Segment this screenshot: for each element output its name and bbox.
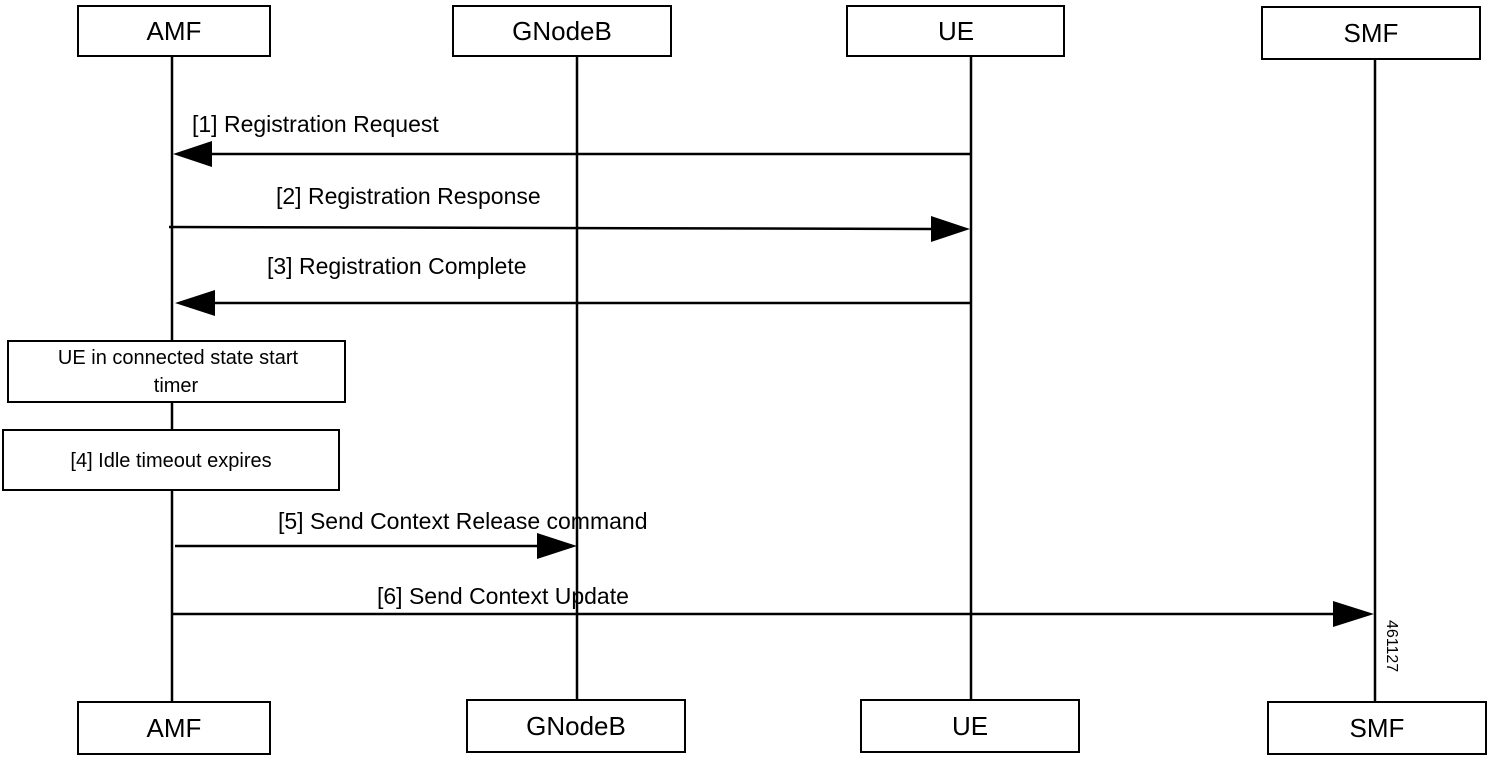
participant-ue-bottom-label: UE — [952, 711, 988, 741]
message-context-update: [6] Send Context Update — [172, 583, 1374, 627]
participant-ue-top: UE — [846, 5, 1065, 57]
participant-amf-bottom-label: AMF — [147, 713, 202, 743]
message-2-label: [2] Registration Response — [276, 183, 541, 209]
participant-gnodeb-top-label: GNodeB — [512, 16, 612, 46]
participant-gnodeb-bottom-label: GNodeB — [526, 711, 626, 741]
note-connected-state: UE in connected state start timer — [7, 340, 346, 403]
arrowhead-right-icon — [1333, 601, 1374, 627]
message-context-release: [5] Send Context Release command — [175, 508, 647, 559]
participant-gnodeb-top: GNodeB — [452, 5, 672, 57]
arrowhead-right-icon — [537, 533, 577, 559]
arrowhead-left-icon — [173, 141, 212, 167]
note-idle-timeout-label: [4] Idle timeout expires — [70, 450, 271, 472]
message-registration-response: [2] Registration Response — [168, 183, 970, 242]
participant-smf-bottom-label: SMF — [1350, 713, 1405, 743]
arrowhead-right-icon — [931, 216, 970, 242]
message-6-label: [6] Send Context Update — [377, 583, 629, 609]
participant-smf-bottom: SMF — [1267, 701, 1487, 755]
figure-id: 461127 — [1383, 620, 1400, 672]
note-connected-state-line1: UE in connected state start — [58, 347, 299, 369]
message-registration-complete: [3] Registration Complete — [175, 253, 971, 316]
participant-smf-top-label: SMF — [1344, 18, 1399, 48]
participant-amf-bottom: AMF — [77, 701, 271, 755]
participant-amf-top: AMF — [77, 5, 271, 57]
participant-amf-top-label: AMF — [147, 16, 202, 46]
message-3-label: [3] Registration Complete — [267, 253, 527, 279]
message-1-label: [1] Registration Request — [192, 111, 439, 137]
participant-ue-bottom: UE — [860, 699, 1080, 753]
message-5-label: [5] Send Context Release command — [278, 508, 647, 534]
note-connected-state-line2: timer — [154, 375, 199, 397]
participant-gnodeb-bottom: GNodeB — [466, 699, 686, 753]
note-idle-timeout: [4] Idle timeout expires — [2, 429, 340, 491]
participant-smf-top: SMF — [1261, 6, 1481, 60]
arrowhead-left-icon — [175, 290, 215, 316]
message-registration-request: [1] Registration Request — [173, 111, 971, 167]
participant-ue-top-label: UE — [938, 16, 974, 46]
